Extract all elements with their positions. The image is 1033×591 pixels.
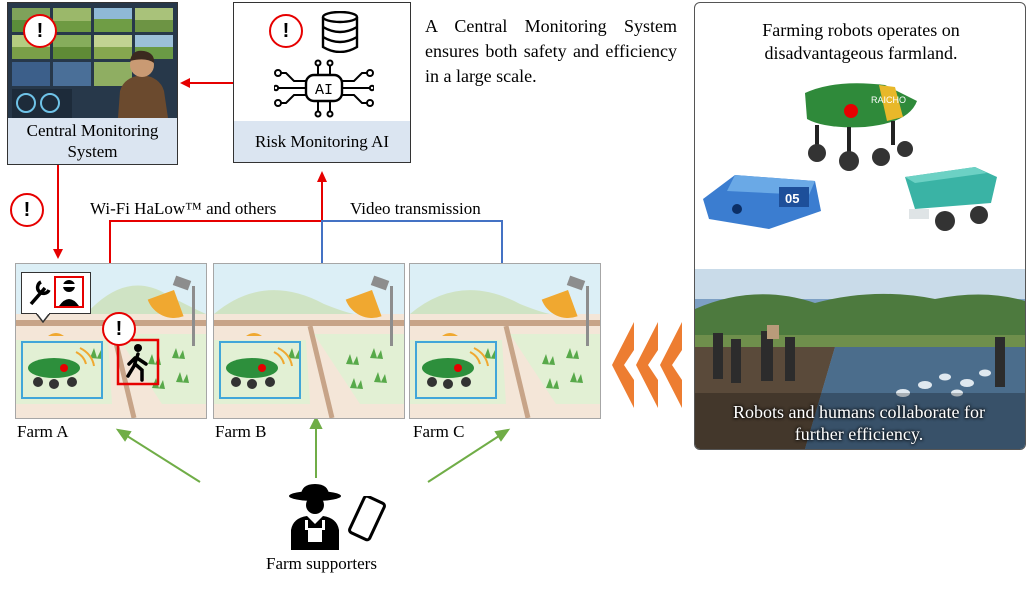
monitor-to-farm-arrow: [53, 165, 63, 259]
central-monitoring-caption-box: Central Monitoring System: [8, 118, 177, 164]
system-description: A Central Monitoring System ensures both…: [425, 16, 677, 86]
farm-supporters-label: Farm supporters: [266, 554, 377, 573]
farmer-icon: [289, 484, 341, 550]
robots-caption-text: Farming robots operates on disadvantageo…: [762, 20, 960, 63]
risk-ai-panel: AI Risk Monitoring AI: [233, 2, 411, 163]
ai-chip-label: AI: [315, 82, 333, 99]
right-showcase-panel: Farming robots operates on disadvantageo…: [694, 2, 1026, 450]
farm-b-label: Farm B: [215, 422, 267, 441]
alert-icon-ai: !: [269, 14, 303, 48]
robot-brand-label: RAICHO: [871, 95, 906, 105]
video-link-line: [321, 220, 503, 263]
collaboration-caption: Robots and humans collaborate for furthe…: [709, 401, 1009, 445]
farm-c-scene: [409, 263, 601, 419]
farm-b-scene: [213, 263, 405, 419]
maintenance-callout: [21, 272, 91, 314]
video-link-label: Video transmission: [350, 199, 481, 219]
flow-chevrons: [612, 322, 682, 408]
database-icon: [321, 11, 359, 53]
robot-number-label: 05: [785, 191, 799, 206]
wifi-link-label: Wi-Fi HaLow™ and others: [90, 199, 277, 219]
ai-to-monitor-arrow: [180, 78, 233, 88]
robot-icon-farm-a: [21, 333, 103, 399]
robots-caption: Farming robots operates on disadvantageo…: [719, 19, 1003, 65]
ai-chip-icon: AI: [274, 59, 374, 118]
smartphone-icon: [348, 496, 386, 542]
farm-a-label: Farm A: [17, 422, 69, 441]
collaboration-caption-text: Robots and humans collaborate for furthe…: [733, 402, 985, 444]
callout-pointer: [36, 313, 50, 323]
robot-icon-farm-c: [415, 333, 497, 399]
risk-ai-caption: Risk Monitoring AI: [254, 132, 390, 151]
risk-ai-caption-box: Risk Monitoring AI: [234, 121, 410, 162]
pedestrian-detection: [116, 338, 160, 386]
robot-icon-farm-b: [219, 333, 301, 399]
field-photo: [695, 269, 1025, 449]
farming-robots-image: RAICHO 05: [703, 83, 997, 231]
alert-icon-farm-link: !: [10, 193, 44, 227]
farm-a-scene: [15, 263, 207, 419]
wrench-worker-icon: [29, 276, 84, 308]
farm-c-label: Farm C: [413, 422, 465, 441]
central-monitoring-caption: Central Monitoring System: [26, 121, 159, 161]
alert-icon-monitor: !: [23, 14, 57, 48]
alert-icon-pedestrian: !: [102, 312, 136, 346]
